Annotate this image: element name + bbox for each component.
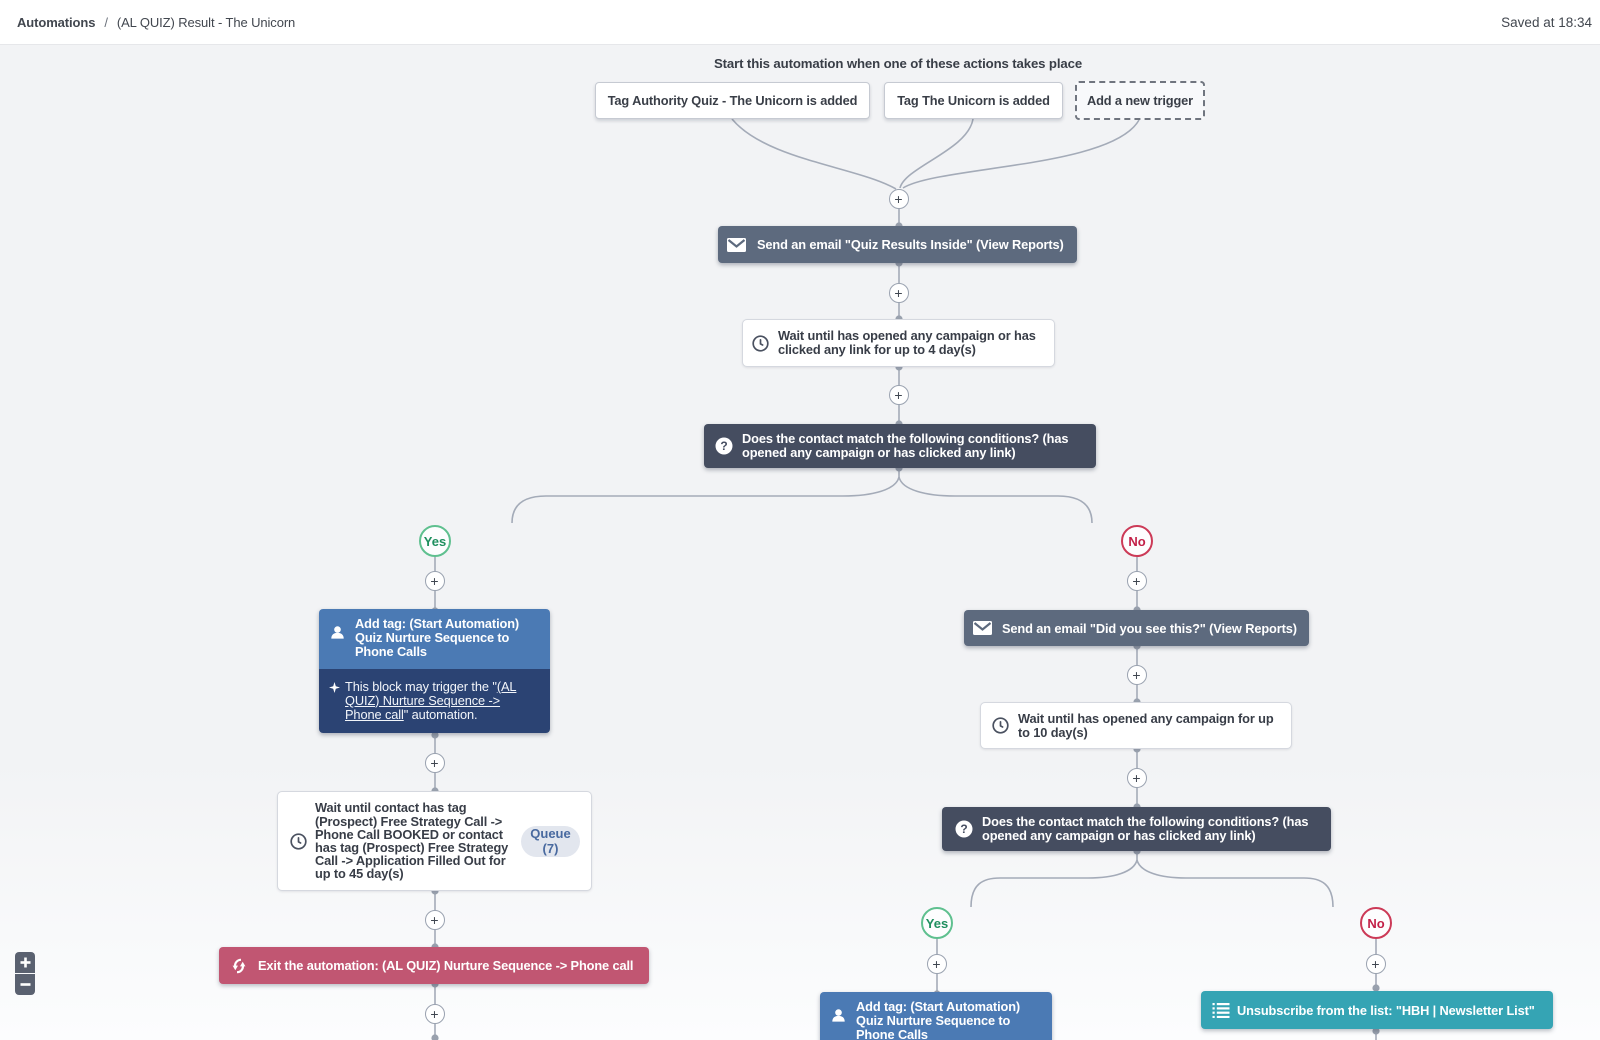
- svg-text:?: ?: [960, 822, 967, 836]
- svg-text:?: ?: [720, 439, 727, 453]
